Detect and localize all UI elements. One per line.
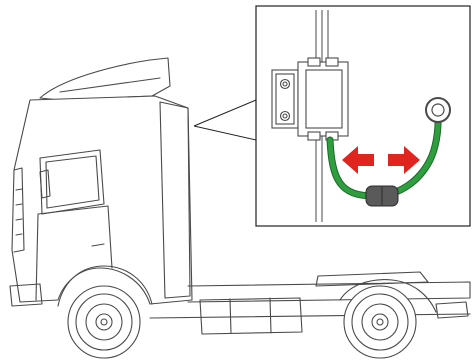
inline-connector [365,185,399,207]
grille-slats [15,188,23,236]
rear-fender [339,279,437,313]
side-mirror [39,169,51,199]
double-arrow-icon [342,146,420,174]
green-cable-fill [327,119,441,199]
door-handle [91,243,105,247]
callout-pointer [193,99,257,141]
fifth-wheel [315,271,429,287]
rear-wheel [343,285,417,359]
chassis-frame [187,281,471,303]
truck-illustration [9,57,471,359]
rear-light [435,301,469,319]
harness-lines [315,10,329,222]
mounting-bracket [271,69,299,129]
front-bumper [9,283,43,307]
roof-spoiler [39,57,171,101]
detail-callout [255,5,471,227]
ground-ring-icon [425,97,451,123]
connector-icon [297,57,349,141]
chassis-line [149,313,471,319]
cab-body [11,95,193,305]
roof-spoiler-line [59,77,161,93]
door-outline [35,205,113,301]
front-grille [13,167,25,253]
cab-rear-panel [159,101,191,299]
front-fender [57,265,153,307]
front-wheel [67,285,141,359]
fuel-tank-strap [229,297,272,334]
fuel-tank [199,297,303,335]
window-inner [45,155,100,209]
